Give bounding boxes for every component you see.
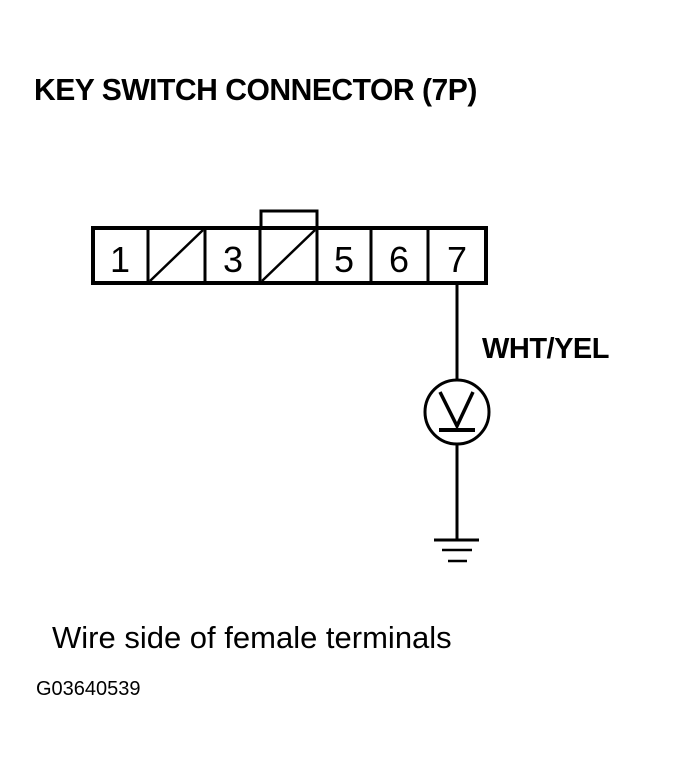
pin-cell-7: 7	[447, 239, 467, 280]
pin-cell-1: 1	[110, 239, 130, 280]
diagram-title: KEY SWITCH CONNECTOR (7P)	[34, 72, 477, 107]
figure-id: G03640539	[36, 678, 141, 700]
pin-cell-4-empty	[261, 229, 316, 282]
svg-text:3: 3	[223, 239, 243, 280]
pin-cell-5: 5	[334, 239, 354, 280]
svg-text:1: 1	[110, 239, 130, 280]
svg-text:7: 7	[447, 239, 467, 280]
pin-cell-2-empty	[149, 229, 204, 282]
wire-color-label: WHT/YEL	[482, 333, 610, 365]
empty-cavity-slash-icon	[149, 229, 204, 282]
voltmeter-icon	[423, 378, 491, 446]
svg-text:5: 5	[334, 239, 354, 280]
empty-cavity-slash-icon	[261, 229, 316, 282]
svg-text:6: 6	[389, 239, 409, 280]
pin-cell-3: 3	[223, 239, 243, 280]
pin-cell-6: 6	[389, 239, 409, 280]
connector-lock-tab	[259, 209, 319, 230]
ground-icon	[434, 538, 479, 563]
diagram-caption: Wire side of female terminals	[52, 620, 452, 655]
